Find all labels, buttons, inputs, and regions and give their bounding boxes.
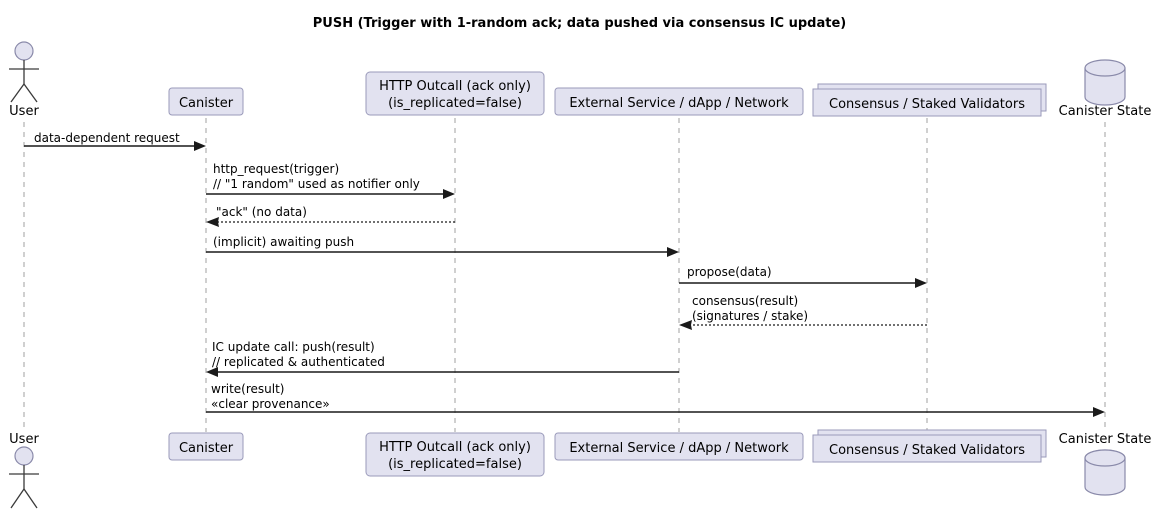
participant-label-canister-state-bottom: Canister State (1059, 432, 1152, 447)
database-cylinder-body-top (1084, 67, 1126, 106)
message-1-data-dependent-request[interactable]: data-dependent request (24, 131, 206, 151)
message-7-label-line1: IC update call: push(result) (212, 340, 375, 354)
message-3-label-line1: "ack" (no data) (216, 205, 307, 219)
participant-label-canister-state-top: Canister State (1059, 104, 1152, 119)
participant-label-external-service-bottom: External Service / dApp / Network (569, 441, 789, 456)
database-cylinder-top-top (1084, 59, 1126, 77)
message-1-label-line1: data-dependent request (34, 131, 180, 145)
participant-user-bottom[interactable]: User (9, 432, 39, 509)
actor-leg-right (23, 83, 38, 103)
message-8-arrowhead (1093, 407, 1105, 417)
participant-external-service-bottom[interactable]: External Service / dApp / Network (554, 432, 804, 461)
participant-label-http-outcall-top-line2: (is_replicated=false) (388, 96, 522, 111)
database-cylinder-body-bottom (1084, 457, 1126, 496)
message-2-arrowhead (443, 189, 455, 199)
actor-leg-right-bottom (23, 488, 38, 509)
message-4-implicit-awaiting-push[interactable]: (implicit) awaiting push (206, 235, 679, 257)
message-4-label-line1: (implicit) awaiting push (213, 235, 354, 249)
participant-box-canister-top[interactable] (168, 87, 244, 116)
participant-label-http-outcall-bottom-line1: HTTP Outcall (ack only) (379, 440, 531, 455)
participant-box-http-outcall-bottom[interactable] (365, 432, 545, 477)
message-3-ack-no-data[interactable]: "ack" (no data) (206, 205, 455, 227)
message-8-write-result[interactable]: write(result) «clear provenance» (206, 382, 1105, 417)
participant-box-external-service-top[interactable] (554, 87, 804, 116)
actor-leg-left (10, 83, 25, 103)
participant-canister-top[interactable]: Canister (168, 87, 244, 116)
message-6-arrowhead (679, 320, 692, 330)
message-2-label-line1: http_request(trigger) (213, 162, 339, 176)
participant-label-http-outcall-bottom-line2: (is_replicated=false) (388, 457, 522, 472)
participant-http-outcall-bottom[interactable]: HTTP Outcall (ack only) (is_replicated=f… (365, 432, 545, 477)
participant-consensus-top[interactable]: Consensus / Staked Validators (812, 83, 1047, 117)
message-7-arrowhead (206, 367, 218, 377)
message-2-http-request-trigger[interactable]: http_request(trigger) // "1 random" used… (206, 162, 455, 199)
message-3-arrowhead (206, 217, 219, 227)
message-8-label-line2: «clear provenance» (211, 397, 330, 411)
participant-label-canister-bottom: Canister (179, 441, 234, 456)
database-cylinder-lid-bottom (1084, 449, 1126, 467)
participant-label-user-top: User (9, 104, 39, 119)
participant-canister-state-top[interactable]: Canister State (1059, 59, 1152, 119)
actor-head-icon (14, 41, 34, 61)
participant-box-consensus-top[interactable] (812, 88, 1042, 117)
lifelines-group (23, 118, 1106, 432)
message-1-arrowhead (194, 141, 206, 151)
participant-box-external-service-bottom[interactable] (554, 432, 804, 461)
actor-head-icon-bottom (14, 446, 34, 466)
message-7-label-line2: // replicated & authenticated (212, 355, 385, 369)
participant-label-http-outcall-top-line1: HTTP Outcall (ack only) (379, 79, 531, 94)
message-5-arrowhead (915, 278, 927, 288)
participant-box-consensus-bottom[interactable] (812, 434, 1042, 463)
message-8-label-line1: write(result) (211, 382, 284, 396)
participant-label-external-service-top: External Service / dApp / Network (569, 96, 789, 111)
participant-http-outcall-top[interactable]: HTTP Outcall (ack only) (is_replicated=f… (365, 71, 545, 116)
participant-label-consensus-top: Consensus / Staked Validators (829, 97, 1025, 112)
participant-user-top[interactable]: User (9, 41, 39, 119)
message-6-consensus-result[interactable]: consensus(result) (signatures / stake) (679, 294, 927, 330)
message-7-ic-update-call-push-result[interactable]: IC update call: push(result) // replicat… (206, 340, 679, 377)
message-5-propose-data[interactable]: propose(data) (679, 265, 927, 288)
participant-external-service-top[interactable]: External Service / dApp / Network (554, 87, 804, 116)
message-6-label-line2: (signatures / stake) (692, 309, 808, 323)
participant-canister-bottom[interactable]: Canister (168, 432, 244, 461)
participant-consensus-bottom[interactable]: Consensus / Staked Validators (812, 429, 1047, 463)
participant-label-user-bottom: User (9, 432, 39, 447)
diagram-title: PUSH (Trigger with 1-random ack; data pu… (313, 16, 846, 31)
participant-canister-state-bottom[interactable]: Canister State (1059, 432, 1152, 496)
participant-box-http-outcall-top[interactable] (365, 71, 545, 116)
actor-leg-left-bottom (10, 488, 25, 509)
message-4-arrowhead (667, 247, 679, 257)
message-5-label-line1: propose(data) (687, 265, 772, 279)
participant-box-canister-bottom[interactable] (168, 432, 244, 461)
participant-label-canister-top: Canister (179, 96, 234, 111)
participant-label-consensus-bottom: Consensus / Staked Validators (829, 443, 1025, 458)
message-6-label-line1: consensus(result) (692, 294, 798, 308)
message-2-label-line2: // "1 random" used as notifier only (213, 177, 420, 191)
